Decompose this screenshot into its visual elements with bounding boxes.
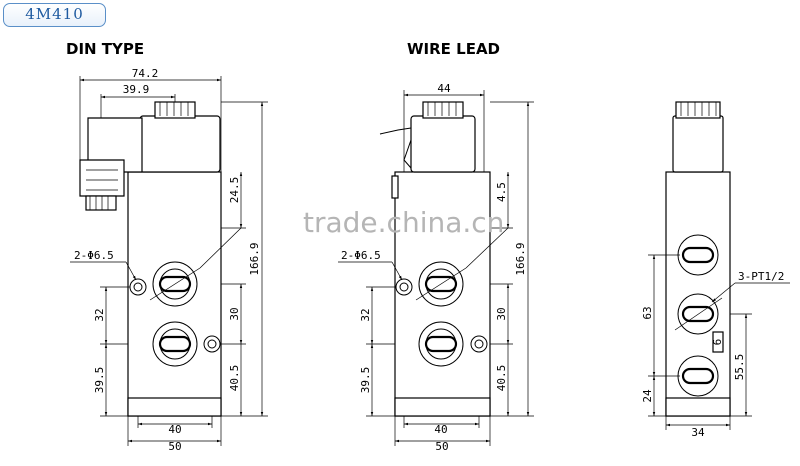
wire-port-upper [418, 261, 464, 307]
side-coil [672, 115, 724, 173]
side-dim-ports: 3-PT1/2 [738, 270, 784, 283]
din-dim-39-5: 39.5 [93, 367, 106, 394]
wire-dim-4-5: 4.5 [495, 182, 508, 202]
din-dim-40: 40 [168, 423, 181, 436]
side-dim-24: 24 [641, 389, 654, 403]
wire-dim-30: 30 [495, 307, 508, 320]
wire-port-lower [418, 321, 464, 367]
din-dim-30: 30 [228, 307, 241, 320]
wire-mount-hole-right [470, 335, 488, 353]
side-dim-6: 6 [711, 339, 724, 346]
din-port-lower [152, 321, 198, 367]
din-connector [87, 117, 143, 173]
wire-lead [379, 127, 412, 135]
din-dim-24-5: 24.5 [228, 177, 241, 204]
din-dim-40-5: 40.5 [228, 365, 241, 392]
watermark: trade.china.cn [303, 206, 505, 239]
din-dim-166-9: 166.9 [248, 242, 261, 275]
din-dim-hole: 2-Φ6.5 [74, 249, 114, 262]
wire-lead-title: WIRE LEAD [407, 40, 501, 58]
wire-dim-32: 32 [359, 308, 372, 321]
din-coil [139, 115, 221, 173]
wire-dim-40-5: 40.5 [495, 365, 508, 392]
wire-dim-hole: 2-Φ6.5 [341, 249, 381, 262]
wire-dim-44: 44 [437, 82, 451, 95]
din-dim-32: 32 [93, 308, 106, 321]
din-mount-hole-right [203, 335, 221, 353]
wire-dim-166-9: 166.9 [514, 242, 527, 275]
din-type-title: DIN TYPE [66, 40, 145, 58]
side-dim-34: 34 [691, 426, 705, 439]
din-dim-50: 50 [168, 440, 181, 453]
din-type-view: 74.2 39.9 166.9 24.5 30 40.5 32 39.5 2-Φ… [70, 67, 268, 453]
wire-valve-body [394, 171, 491, 417]
side-port-middle [677, 293, 719, 335]
din-dim-74-2: 74.2 [132, 67, 159, 80]
wire-dim-39-5: 39.5 [359, 367, 372, 394]
din-dim-39-9: 39.9 [123, 83, 150, 96]
wire-coil [410, 115, 476, 173]
side-view: 3-PT1/2 63 24 55.5 6 34 [641, 101, 790, 439]
side-dim-63: 63 [641, 306, 654, 319]
wire-lead-view: 44 166.9 4.5 30 40.5 32 39.5 2-Φ6.5 40 [338, 82, 534, 453]
din-port-upper [152, 261, 198, 307]
side-dim-55-5: 55.5 [733, 354, 746, 381]
wire-dim-50: 50 [435, 440, 448, 453]
wire-dim-40: 40 [434, 423, 447, 436]
model-tag: 4M410 [3, 3, 106, 27]
